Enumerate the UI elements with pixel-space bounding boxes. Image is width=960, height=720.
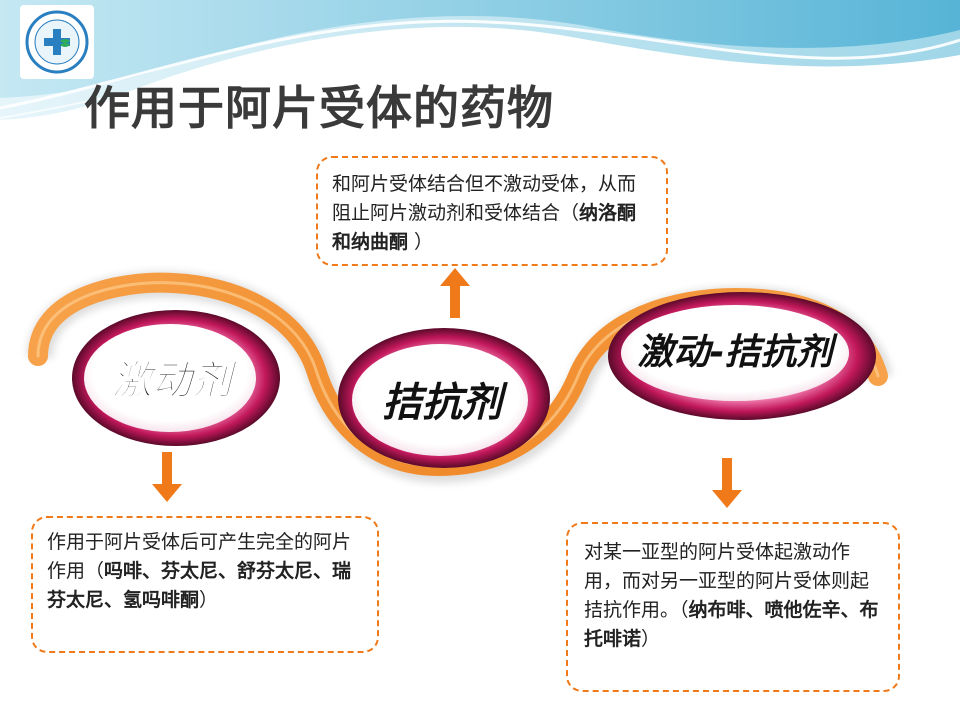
mixed-description-box: 对某一亚型的阿片受体起激动作用，而对另一亚型的阿片受体则起拮抗作用。（纳布啡、喷… (566, 522, 900, 692)
arrow-down-icon (152, 452, 182, 502)
mixed-description: 对某一亚型的阿片受体起激动作用，而对另一亚型的阿片受体则起拮抗作用。（ (584, 541, 870, 621)
antagonist-label: 拮抗剂 (382, 380, 508, 426)
mixed-label: 激动-拮抗剂 (638, 332, 839, 373)
hospital-cross-logo (20, 5, 94, 79)
mixed-drugs: 纳布啡、喷他佐辛、布托啡诺 (584, 599, 879, 650)
page-title: 作用于阿片受体的药物 (84, 81, 554, 135)
antagonist-description: 和阿片受体结合但不激动受体，从而阻止阿片激动剂和受体结合（ (332, 173, 637, 224)
agonist-drugs: 吗啡、芬太尼、舒芬太尼、瑞芬太尼、氢吗啡酮 (47, 560, 352, 611)
antagonist-description-tail: ） (408, 231, 434, 253)
antagonist-description-box: 和阿片受体结合但不激动受体，从而阻止阿片激动剂和受体结合（纳洛酮和纳曲酮 ） (316, 156, 668, 266)
agonist-description-tail: ） (199, 589, 219, 611)
arrow-up-icon (440, 268, 470, 318)
agonist-description-box: 作用于阿片受体后可产生完全的阿片作用（吗啡、芬太尼、舒芬太尼、瑞芬太尼、氢吗啡酮… (31, 516, 379, 653)
agonist-label: 激动剂 (112, 358, 238, 404)
antagonist-drugs: 纳洛酮和纳曲酮 (332, 202, 637, 253)
arrow-down-icon (712, 458, 742, 508)
agonist-description: 作用于阿片受体后可产生完全的阿片作用（ (47, 531, 352, 582)
header-wave-decoration (0, 0, 960, 120)
mixed-description-tail: ） (641, 628, 661, 650)
